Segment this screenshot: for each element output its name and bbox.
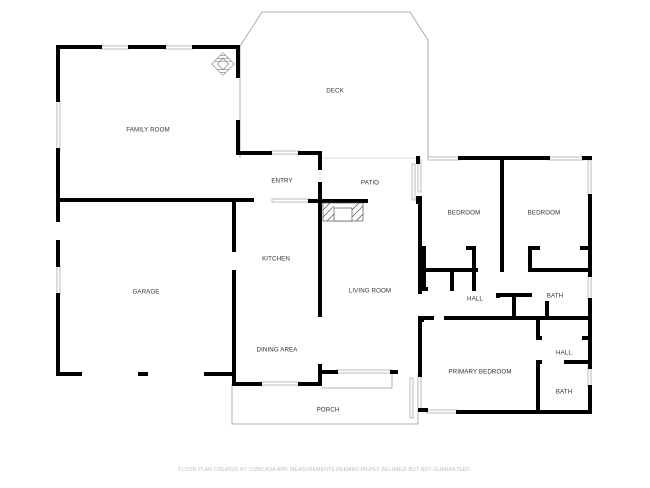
room-label-hall-2: HALL (556, 349, 572, 357)
room-label-primary-bedroom: PRIMARY BEDROOM (448, 368, 512, 376)
fireplace-icon (322, 202, 364, 222)
room-label-entry: ENTRY (271, 177, 293, 185)
room-label-hall-1: HALL (467, 295, 483, 303)
fireplace-icon (211, 52, 235, 76)
room-label-bedroom-1: BEDROOM (447, 209, 481, 217)
room-label-porch: PORCH (316, 406, 340, 414)
porch-outline (231, 374, 419, 425)
room-label-garage: GARAGE (132, 288, 160, 296)
walls (56, 45, 592, 414)
room-label-living-room: LIVING ROOM (348, 287, 392, 295)
room-label-dining-area: DINING AREA (256, 346, 298, 354)
windows (56, 45, 592, 419)
room-label-bath-1: BATH (546, 292, 564, 300)
room-label-deck: DECK (326, 87, 344, 95)
room-label-patio: PATIO (360, 179, 380, 187)
room-label-kitchen: KITCHEN (262, 255, 290, 263)
room-label-bath-2: BATH (555, 388, 573, 396)
deck-outline (239, 11, 429, 158)
room-label-family-room: FAMILY ROOM (126, 126, 170, 134)
room-label-bedroom-2: BEDROOM (527, 209, 561, 217)
footer-disclaimer: FLOOR PLAN CREATED BY CUBICASA APP. MEAS… (178, 467, 472, 473)
